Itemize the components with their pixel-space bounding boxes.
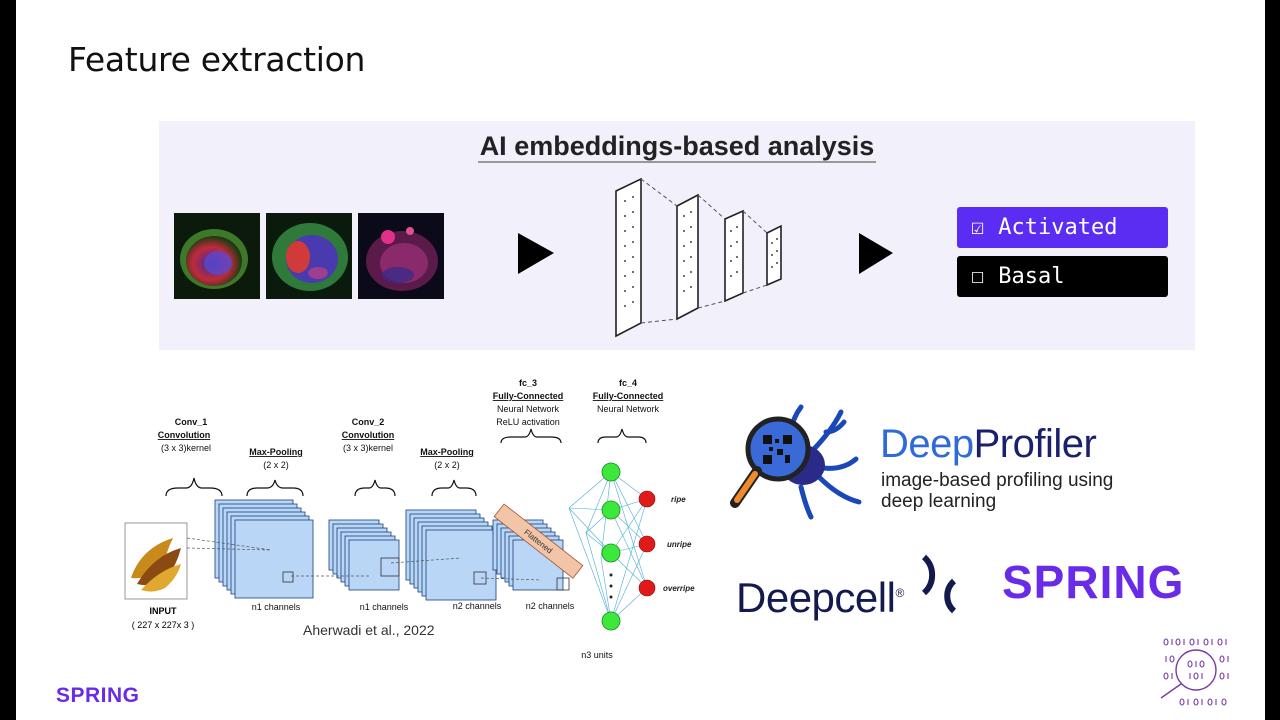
pool2-stack <box>405 509 497 601</box>
conv1-kernel: (3 x 3)kernel <box>161 443 211 453</box>
pool1-title: Max-Pooling <box>249 447 303 457</box>
input-size: ( 227 x 227x 3 ) <box>132 620 195 630</box>
spring-footer-logo: SPRING <box>56 684 140 707</box>
conv2-stack <box>328 519 400 591</box>
fc-node-3 <box>601 543 621 563</box>
input-label: INPUT <box>150 606 178 616</box>
channel-label-2: n1 channels <box>360 602 409 612</box>
channel-label-3: n2 channels <box>453 601 502 611</box>
flattened-layer: Flattened <box>493 503 584 579</box>
binary-magnifier-icon <box>1160 638 1229 706</box>
fc3-line2: ReLU activation <box>496 417 560 427</box>
output-node-unripe <box>638 535 656 553</box>
citation: Aherwadi et al., 2022 <box>303 622 435 638</box>
units-label: n3 units <box>581 650 613 660</box>
channel-label-1: n1 channels <box>252 602 301 612</box>
channel-label-4: n2 channels <box>526 601 575 611</box>
deepprofiler-tagline: image-based profiling using deep learnin… <box>881 470 1114 512</box>
pool1-size: (2 x 2) <box>263 460 289 470</box>
network-layers-icon <box>615 177 782 338</box>
deepprofiler-logo-icon <box>730 404 862 520</box>
deepcell-logo: Deepcell® <box>736 574 904 621</box>
slide-title: Feature extraction <box>68 40 366 79</box>
output-label-ripe: ripe <box>671 495 686 504</box>
cell-image-1 <box>174 213 260 299</box>
slide: Feature extraction AI embeddings-based a… <box>16 0 1265 720</box>
checkbox-checked-icon: ☑ <box>971 215 985 240</box>
arrow-icon-1 <box>518 233 554 274</box>
fc4-title: fc_4 <box>619 378 637 388</box>
pool2-size: (2 x 2) <box>434 460 460 470</box>
output-node-ripe <box>638 490 656 508</box>
fc-node-2 <box>601 500 621 520</box>
output-label-unripe: unripe <box>667 540 692 549</box>
panel-title: AI embeddings-based analysis <box>477 131 877 163</box>
network-illustration <box>518 177 893 338</box>
fc3-title: fc_3 <box>519 378 537 388</box>
label-basal: ☐ Basal <box>957 256 1168 297</box>
conv2-kernel: (3 x 3)kernel <box>343 443 393 453</box>
arrow-icon-2 <box>859 233 893 274</box>
label-activated-text: Activated <box>998 215 1118 240</box>
label-basal-text: Basal <box>998 264 1065 289</box>
output-label-overripe: overripe <box>663 584 695 593</box>
fc4-sub: Fully-Connected <box>593 391 664 401</box>
fc3-line1: Neural Network <box>497 404 560 414</box>
conv1-title: Conv_1 <box>175 417 208 427</box>
conv2-sub: Convolution <box>342 430 395 440</box>
conv1-stack <box>214 499 314 599</box>
cell-image-2 <box>266 213 352 299</box>
spring-logo: SPRING <box>1002 556 1185 608</box>
output-node-overripe <box>638 579 656 597</box>
conv2-title: Conv_2 <box>352 417 385 427</box>
banana-icon <box>131 538 181 592</box>
fc-node-4 <box>601 611 621 631</box>
cell-image-3 <box>358 213 444 299</box>
pool2-title: Max-Pooling <box>420 447 474 457</box>
braces <box>165 428 647 497</box>
deepcell-mark-icon <box>921 554 957 614</box>
cnn-diagram: Conv_1 Convolution (3 x 3)kernel Max-Poo… <box>124 378 695 660</box>
checkbox-unchecked-icon: ☐ <box>971 264 985 289</box>
conv1-sub: Convolution <box>158 430 211 440</box>
fc-node-1 <box>601 462 621 482</box>
embeddings-panel: AI embeddings-based analysis <box>159 121 1195 350</box>
deepprofiler-logo-text: DeepProfiler <box>880 422 1097 466</box>
label-activated: ☑ Activated <box>957 207 1168 248</box>
fc4-line1: Neural Network <box>597 404 660 414</box>
fc3-sub: Fully-Connected <box>493 391 564 401</box>
